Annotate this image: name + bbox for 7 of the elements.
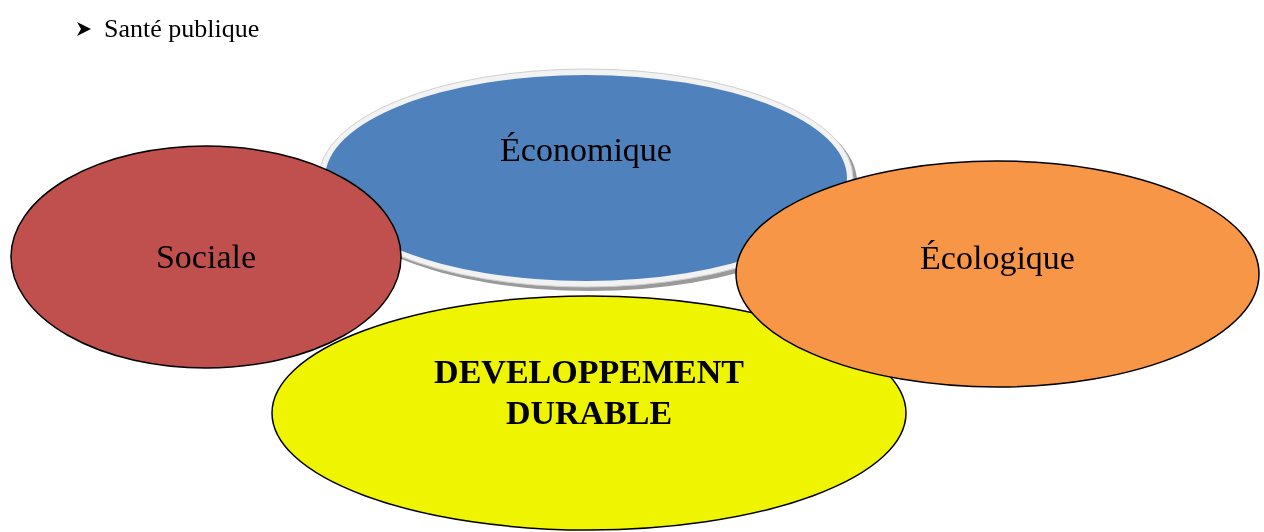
ellipse-node bbox=[271, 295, 907, 531]
node-label: Économique bbox=[500, 129, 672, 170]
node-label: Écologique bbox=[920, 237, 1075, 278]
ellipse-node bbox=[10, 145, 402, 369]
node-label: Sociale bbox=[155, 236, 257, 277]
node-label: DEVELOPPEMENT DURABLE bbox=[433, 352, 745, 433]
bullet-text: Santé publique bbox=[104, 14, 260, 44]
